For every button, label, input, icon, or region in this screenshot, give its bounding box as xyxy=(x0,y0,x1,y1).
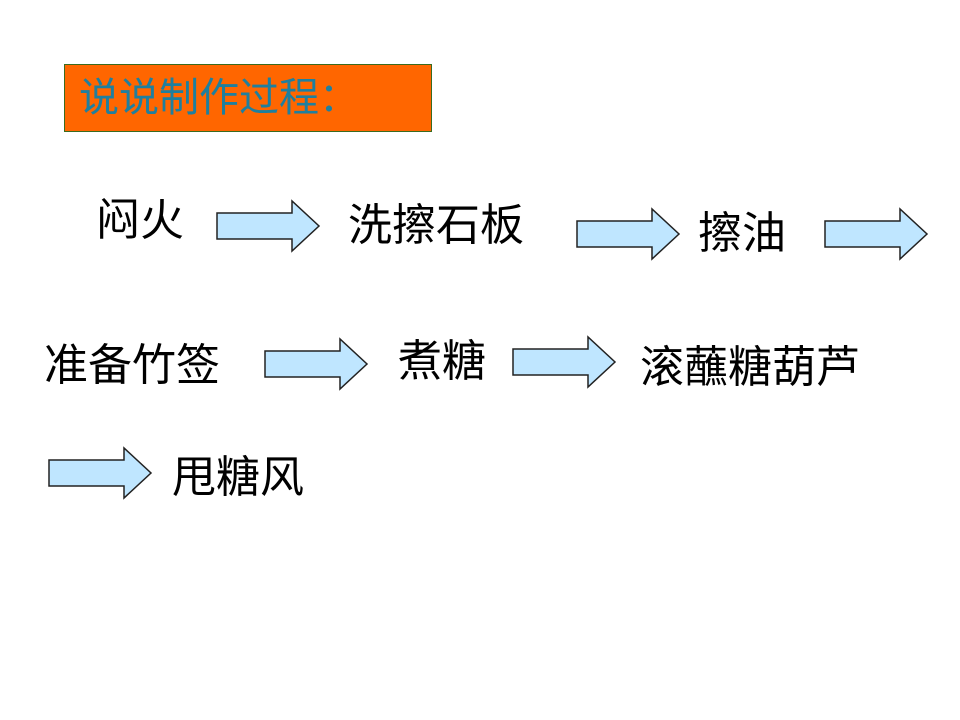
arrow-right-icon xyxy=(512,335,617,389)
step-6-label: 滚蘸糖葫芦 xyxy=(640,342,860,393)
step-5-label: 煮糖 xyxy=(398,336,486,387)
arrow-right-icon xyxy=(576,207,681,261)
arrow-right-icon xyxy=(48,446,153,500)
arrow-right-icon xyxy=(216,199,321,253)
step-3-label: 擦油 xyxy=(698,208,786,259)
arrow-right-icon xyxy=(264,337,369,391)
title-box: 说说制作过程： xyxy=(64,64,432,132)
step-7-label: 甩糖风 xyxy=(172,452,304,503)
arrow-right-icon xyxy=(824,207,929,261)
step-2-label: 洗擦石板 xyxy=(348,200,524,251)
step-4-label: 准备竹签 xyxy=(44,340,220,391)
step-1-label: 闷火 xyxy=(96,195,184,246)
slide-title: 说说制作过程： xyxy=(79,75,359,121)
